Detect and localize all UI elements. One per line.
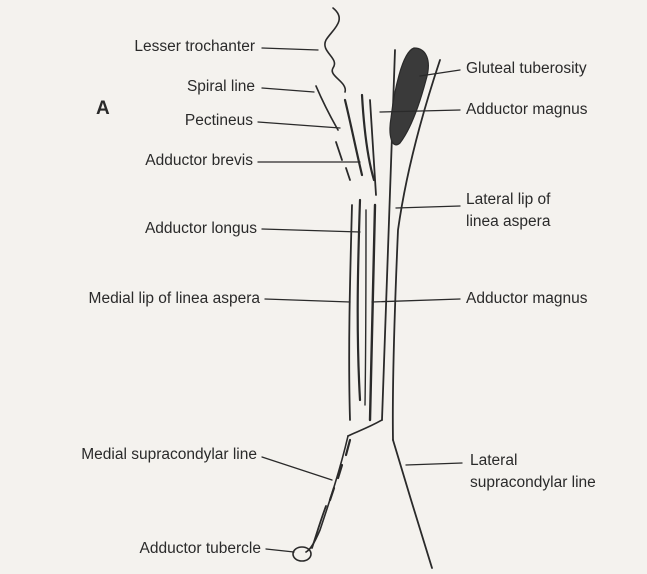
label-lateral-supracondylar-line1: Lateral [470, 452, 517, 470]
adductor-longus-line-path [358, 200, 360, 400]
spiral-line-path [316, 86, 338, 130]
pectineus-line-path [345, 100, 362, 175]
medial-lip-line-path [349, 205, 352, 420]
leader-medial-lip [265, 299, 350, 302]
linea-aspera-center [365, 210, 366, 405]
label-adductor-tubercle: Adductor tubercle [140, 540, 262, 558]
medial-flare-left [348, 420, 382, 436]
leader-adductor-longus [262, 229, 360, 232]
label-adductor-magnus-upper: Adductor magnus [466, 101, 588, 119]
label-lesser-trochanter: Lesser trochanter [134, 38, 255, 56]
label-gluteal-tuberosity: Gluteal tuberosity [466, 60, 587, 78]
adductor-tubercle-shape [293, 547, 311, 561]
lateral-lip-line-path [370, 205, 375, 420]
leader-lesser-trochanter [262, 48, 318, 50]
leader-adductor-tubercle [266, 549, 294, 552]
leader-medial-supracondylar [262, 457, 332, 480]
medial-upper-dashes [336, 142, 350, 180]
leader-spiral-line [262, 88, 314, 92]
label-spiral-line: Spiral line [187, 78, 255, 96]
gluteal-tuberosity-shape [390, 48, 428, 145]
label-lateral-supracondylar-line2: supracondylar line [470, 474, 596, 492]
medial-supracondylar-inner [312, 506, 326, 548]
leader-lines [258, 48, 462, 552]
adductor-magnus-upper-line-path [370, 100, 376, 195]
lesser-trochanter-outline [325, 8, 345, 92]
medial-supracondylar-outer [306, 436, 348, 552]
leader-lateral-lip [396, 206, 460, 208]
panel-letter: A [96, 98, 110, 120]
label-adductor-brevis: Adductor brevis [145, 152, 253, 170]
leader-adductor-magnus-lower [372, 299, 460, 302]
label-adductor-magnus-lower: Adductor magnus [466, 290, 588, 308]
leader-lateral-supracondylar [406, 463, 462, 465]
label-lateral-lip-line1: Lateral lip of [466, 191, 550, 209]
label-pectineus: Pectineus [185, 112, 253, 130]
lateral-supracondylar-line-path [393, 440, 432, 568]
label-adductor-longus: Adductor longus [145, 220, 257, 238]
leader-pectineus [258, 122, 340, 128]
label-lateral-lip-line2: linea aspera [466, 213, 550, 231]
label-medial-supracondylar: Medial supracondylar line [81, 446, 257, 464]
label-medial-lip: Medial lip of linea aspera [89, 290, 260, 308]
